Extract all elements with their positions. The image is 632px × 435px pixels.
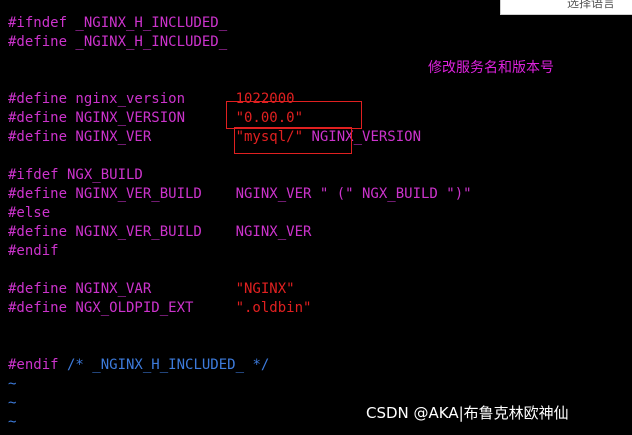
- empty-line-marker: ~: [8, 395, 17, 411]
- code-keyword: #define NGINX_VAR: [8, 281, 236, 297]
- code-keyword: #endif: [8, 357, 59, 373]
- language-select-label: 选择语言: [567, 0, 616, 10]
- code-line: #define NGINX_VER "mysql/" NGINX_VERSION: [8, 128, 421, 147]
- code-line: #endif /* _NGINX_H_INCLUDED_ */: [8, 356, 269, 375]
- code-keyword: #define NGX_OLDPID_EXT: [8, 300, 236, 316]
- highlight-box-version: [226, 101, 362, 129]
- code-line: #define nginx_version 1022000: [8, 90, 295, 109]
- language-select-button[interactable]: 选择语言: [500, 0, 632, 15]
- code-line: #define NGINX_VER_BUILD NGINX_VER: [8, 224, 312, 240]
- code-line: #define NGX_OLDPID_EXT ".oldbin": [8, 299, 311, 318]
- code-line: #define NGINX_VAR "NGINX": [8, 280, 295, 299]
- empty-line-marker: ~: [8, 414, 17, 430]
- code-line: #define _NGINX_H_INCLUDED_: [8, 34, 228, 50]
- code-keyword: #define nginx_version: [8, 91, 236, 107]
- code-line: #define NGINX_VER_BUILD NGINX_VER " (" N…: [8, 186, 472, 202]
- code-keyword: NGINX_VERSION: [303, 129, 422, 145]
- watermark: CSDN @AKA|布鲁克林欧神仙: [366, 404, 569, 422]
- annotation-label: 修改服务名和版本号: [428, 60, 554, 76]
- code-line: #ifndef _NGINX_H_INCLUDED_: [8, 15, 228, 31]
- code-value: "0.00.0": [235, 110, 304, 126]
- code-keyword: #define NGINX_VERSION: [8, 110, 236, 126]
- code-keyword: #define NGINX_VER: [8, 129, 236, 145]
- highlight-box-name: [234, 127, 352, 154]
- code-line: #ifdef NGX_BUILD: [8, 167, 143, 183]
- code-value: ".oldbin": [235, 300, 312, 316]
- code-value: "NGINX": [235, 281, 295, 297]
- empty-line-marker: ~: [8, 376, 17, 392]
- code-line: #endif: [8, 243, 59, 259]
- code-line: #define NGINX_VERSION "0.00.0": [8, 109, 303, 128]
- code-value: 1022000: [235, 91, 295, 107]
- code-line: #else: [8, 205, 51, 221]
- code-value: "mysql/": [235, 129, 304, 145]
- code-comment: /* _NGINX_H_INCLUDED_ */: [58, 357, 270, 373]
